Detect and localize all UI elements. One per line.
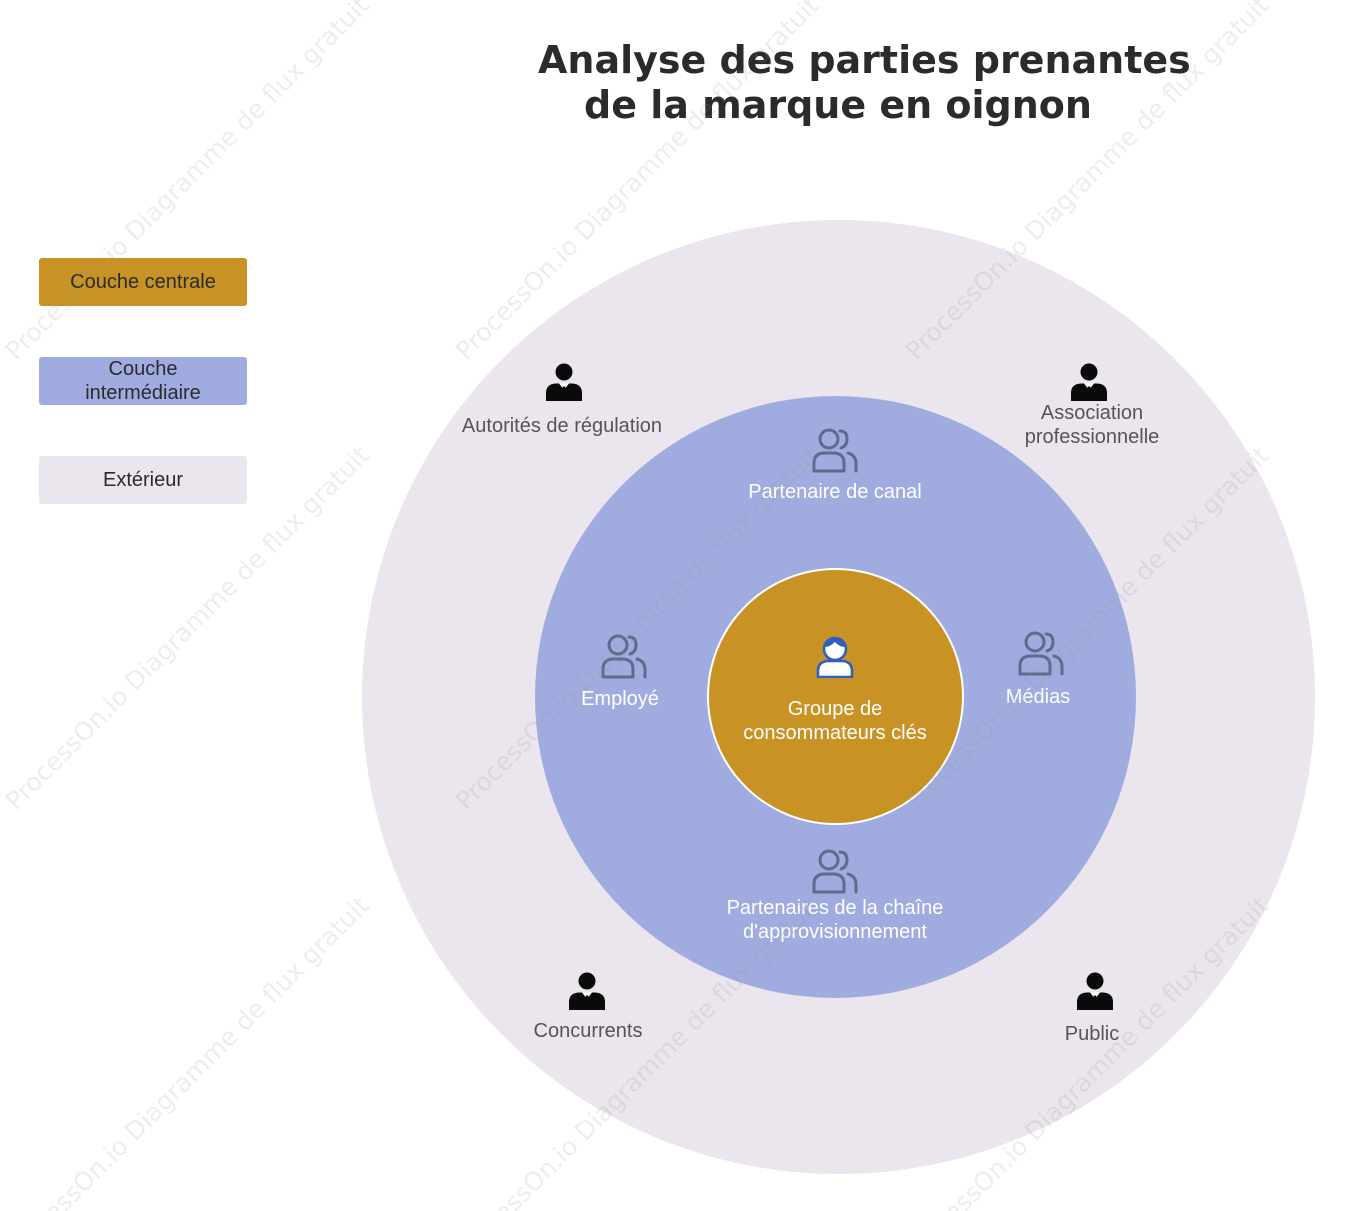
title-line-2: de la marque en oignon bbox=[584, 83, 1092, 127]
stakeholder-supply-chain-partners: Partenaires de la chaîne d'approvisionne… bbox=[675, 896, 995, 944]
stakeholder-regulators: Autorités de régulation bbox=[461, 415, 663, 437]
central-layer-circle bbox=[707, 568, 964, 825]
stakeholder-channel-partner: Partenaire de canal bbox=[748, 481, 922, 503]
stakeholder-competitors: Concurrents bbox=[533, 1020, 643, 1042]
group-icon bbox=[811, 847, 859, 895]
stakeholder-professional-association-line2: professionnelle bbox=[1024, 426, 1160, 448]
businessman-icon bbox=[1075, 971, 1115, 1011]
stakeholder-key-consumers-line1: Groupe de bbox=[787, 698, 883, 720]
legend-middle-layer: Couche intermédiaire bbox=[39, 357, 247, 405]
watermark-text: ProcessOn.io Diagramme de flux gratuit bbox=[0, 890, 375, 1211]
stakeholder-media: Médias bbox=[1005, 686, 1071, 708]
legend-central-label: Couche centrale bbox=[70, 271, 216, 293]
legend-outer-label: Extérieur bbox=[102, 469, 184, 491]
businessman-icon bbox=[544, 362, 584, 402]
watermark-text: ProcessOn.io Diagramme de flux gratuit bbox=[0, 0, 375, 366]
group-icon bbox=[1017, 629, 1065, 677]
stakeholder-public: Public bbox=[1064, 1023, 1120, 1045]
businessman-icon bbox=[567, 971, 607, 1011]
person-outline-icon bbox=[815, 634, 855, 678]
diagram-title: Analyse des parties prenantes de la marq… bbox=[538, 38, 1191, 128]
stakeholder-professional-association-line1: Association bbox=[1040, 402, 1144, 424]
group-icon bbox=[811, 426, 859, 474]
legend-central-layer: Couche centrale bbox=[39, 258, 247, 306]
group-icon bbox=[600, 632, 648, 680]
legend-middle-label-line1: Couche bbox=[108, 358, 178, 380]
stakeholder-key-consumers-line2: consommateurs clés bbox=[743, 722, 927, 744]
stakeholder-supply-chain-line1: Partenaires de la chaîne bbox=[726, 897, 944, 919]
legend-middle-label-line2: intermédiaire bbox=[85, 382, 201, 404]
stakeholder-key-consumers: Groupe de consommateurs clés bbox=[715, 697, 955, 745]
title-line-1: Analyse des parties prenantes bbox=[538, 38, 1191, 82]
stakeholder-employee: Employé bbox=[581, 688, 659, 710]
stakeholder-professional-association: Association professionnelle bbox=[972, 401, 1212, 449]
stakeholder-supply-chain-line2: d'approvisionnement bbox=[743, 921, 927, 943]
legend-outer-layer: Extérieur bbox=[39, 456, 247, 504]
businessman-icon bbox=[1069, 362, 1109, 402]
